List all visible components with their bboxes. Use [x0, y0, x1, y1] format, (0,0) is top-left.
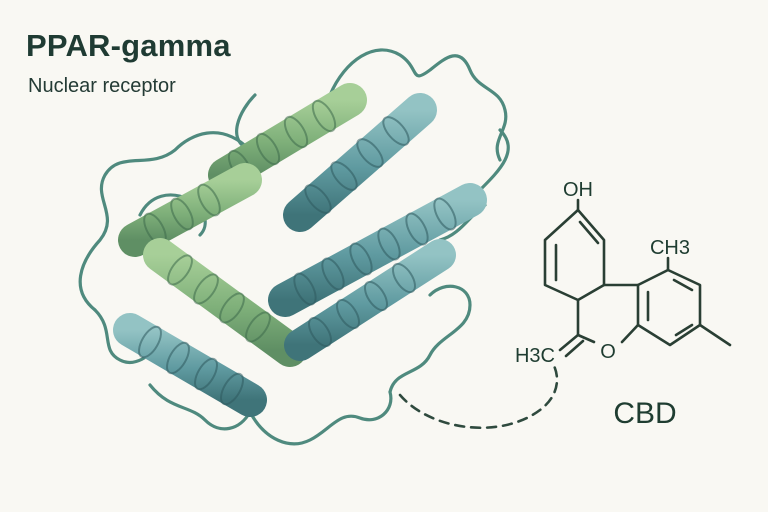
interaction-dashed-line [398, 360, 559, 430]
cbd-structure [543, 198, 732, 358]
label-h3c: H3C [515, 345, 555, 367]
protein-title: PPAR-gamma [26, 28, 231, 63]
helix-teal-mid [268, 183, 487, 317]
helix-teal-top [283, 93, 437, 232]
label-oh: OH [563, 179, 593, 201]
cbd-labels: OH CH3 H3C O CBD [515, 179, 690, 430]
helix-green-top [208, 83, 367, 192]
loop-right-upper [478, 128, 510, 192]
loop-bottom [248, 390, 393, 446]
helix-green-mid [118, 163, 262, 257]
protein-subtitle: Nuclear receptor [28, 75, 176, 97]
label-o: O [600, 341, 616, 363]
ring-left [543, 208, 606, 302]
label-ch3-top: CH3 [650, 237, 690, 259]
loop-right-lower [388, 284, 472, 394]
loop-top [328, 48, 508, 162]
loop-bottom-left [148, 383, 252, 431]
molecule-name: CBD [613, 397, 676, 430]
loop-left-upper [78, 131, 252, 312]
helix-teal-bottom-left [113, 313, 267, 417]
helix-teal-lower [284, 239, 456, 361]
protein-helices [113, 83, 487, 417]
helix-green-lower [143, 238, 307, 367]
